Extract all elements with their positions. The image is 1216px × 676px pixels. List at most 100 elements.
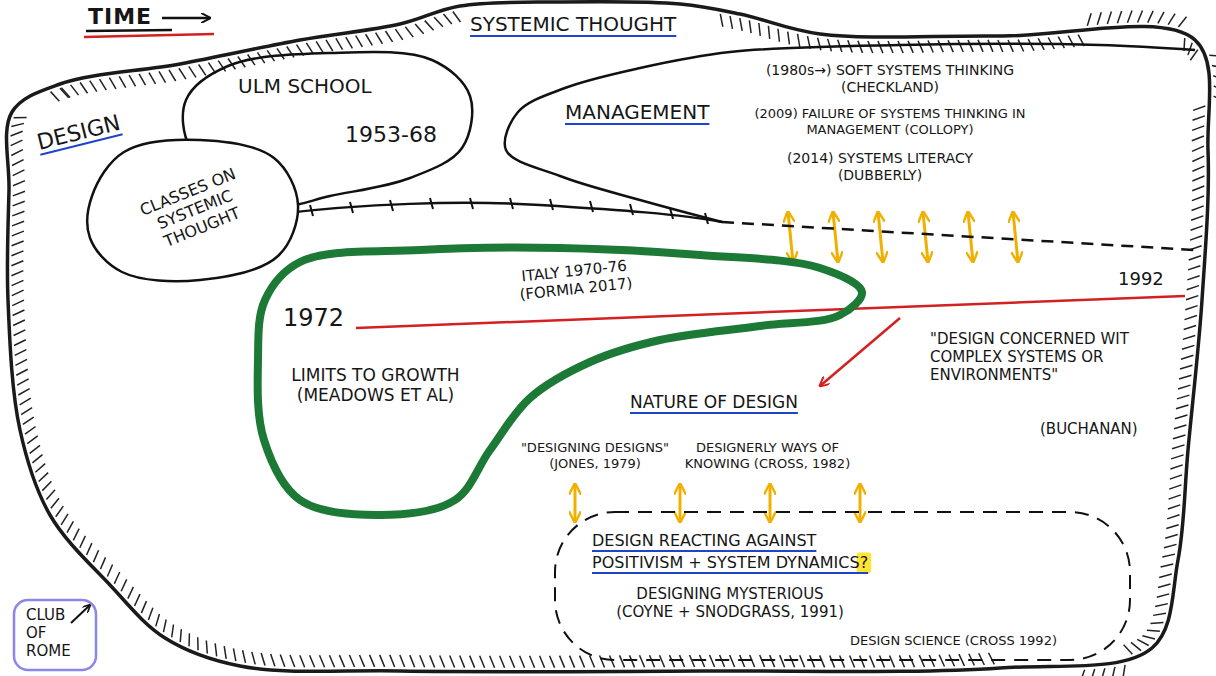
hatch-tick bbox=[261, 653, 265, 665]
reference-note: (2009) FAILURE OF SYSTEMS THINKING IN MA… bbox=[740, 106, 1040, 137]
hatch-tick bbox=[1190, 50, 1198, 61]
hatch-tick bbox=[199, 65, 206, 76]
hatch-tick bbox=[690, 655, 695, 667]
hatch-tick bbox=[1214, 96, 1216, 101]
hatch-tick bbox=[23, 417, 34, 424]
hatch-tick bbox=[1186, 296, 1198, 300]
hatch-tick bbox=[680, 655, 685, 667]
hatch-tick bbox=[1185, 306, 1197, 310]
hatch-tick bbox=[11, 150, 23, 156]
hatch-tick bbox=[12, 231, 24, 236]
hatch-tick bbox=[1192, 196, 1204, 201]
hatch-tick bbox=[11, 123, 24, 126]
hatch-tick bbox=[798, 34, 800, 47]
hatch-tick bbox=[12, 280, 24, 285]
hatch-tick bbox=[1170, 475, 1182, 479]
hatch-tick bbox=[1189, 256, 1201, 260]
hatch-tick bbox=[90, 81, 97, 92]
hatch-tick bbox=[316, 41, 323, 52]
hatch-tick bbox=[141, 601, 146, 613]
hatch-tick bbox=[290, 655, 295, 667]
hatch-tick bbox=[56, 506, 64, 517]
region-heading: MANAGEMENT bbox=[565, 100, 735, 124]
hatch-tick bbox=[188, 633, 190, 646]
hatch-tick bbox=[1182, 345, 1194, 349]
classes-bubble: CLASSES ON SYSTEMIC THOUGHT bbox=[88, 138, 302, 284]
outline-hatching bbox=[11, 11, 1216, 676]
hatch-tick bbox=[1178, 17, 1186, 27]
hatch-tick bbox=[1153, 613, 1166, 615]
limits-to-growth-blob: ITALY 1970-76 (FORMIA 2017)1972LIMITS TO… bbox=[250, 240, 870, 525]
hatch-tick bbox=[749, 20, 751, 33]
hatch-tick bbox=[1170, 465, 1182, 469]
hatch-tick bbox=[780, 655, 785, 667]
text-holder: ULM SCHOOL bbox=[238, 74, 398, 98]
hatch-tick bbox=[570, 656, 575, 668]
hatch-tick bbox=[42, 481, 51, 490]
hatch-tick bbox=[135, 594, 140, 606]
hatch-tick bbox=[710, 655, 715, 667]
hatch-tick bbox=[850, 655, 855, 667]
hatch-tick bbox=[810, 655, 815, 667]
hatch-tick bbox=[100, 557, 105, 569]
hatch-tick bbox=[1212, 66, 1216, 69]
hatch-tick bbox=[1123, 665, 1125, 676]
hatch-tick bbox=[1213, 76, 1216, 80]
quote-author: (BUCHANAN) bbox=[1040, 420, 1160, 438]
time-arrow bbox=[162, 17, 210, 20]
hatch-tick bbox=[386, 31, 393, 42]
hatch-tick bbox=[119, 76, 125, 87]
hatch-tick bbox=[1181, 355, 1193, 359]
hatch-tick bbox=[1171, 455, 1183, 459]
text-holder: 1992 bbox=[1118, 268, 1178, 290]
design-exchange-arrows bbox=[575, 484, 860, 522]
hatch-tick bbox=[889, 655, 894, 667]
hatch-tick bbox=[1124, 645, 1133, 655]
text-holder: (1980s→) SOFT SYSTEMS THINKING (CHECKLAN… bbox=[740, 62, 1040, 96]
hatch-tick bbox=[640, 655, 645, 667]
hatch-tick bbox=[978, 40, 983, 52]
hatch-tick bbox=[860, 656, 865, 668]
double-arrow bbox=[574, 484, 577, 522]
hatch-tick bbox=[560, 656, 565, 668]
hatch-tick bbox=[30, 445, 40, 453]
hatch-tick bbox=[339, 655, 344, 667]
hatch-tick bbox=[114, 572, 119, 584]
hatch-tick bbox=[1192, 126, 1204, 130]
text-holder: TIME bbox=[88, 4, 178, 30]
hatch-tick bbox=[87, 543, 92, 555]
hatch-tick bbox=[778, 29, 779, 42]
hatch-tick bbox=[1127, 11, 1132, 23]
hatch-tick bbox=[39, 473, 48, 482]
hatch-tick bbox=[13, 310, 25, 316]
hatch-tick bbox=[11, 251, 23, 256]
hatch-tick bbox=[1209, 54, 1216, 56]
text-holder: (2014) SYSTEMS LITERACY (DUBBERLY) bbox=[770, 150, 990, 184]
hatch-tick bbox=[15, 359, 27, 365]
school-name: ULM SCHOOL bbox=[238, 74, 398, 98]
hatch-tick bbox=[390, 655, 395, 667]
group-heading: DESIGN REACTING AGAINST POSITIVISM + SYS… bbox=[592, 530, 892, 575]
hatch-tick bbox=[1192, 156, 1204, 161]
hatch-tick bbox=[1193, 116, 1205, 120]
hatch-tick bbox=[1142, 636, 1155, 639]
reference-note: DESIGNING MYSTERIOUS (COYNE + SNODGRASS,… bbox=[610, 585, 850, 621]
hatch-tick bbox=[530, 656, 535, 668]
hatch-tick bbox=[107, 565, 112, 577]
hatch-tick bbox=[1162, 554, 1175, 557]
bubble-outline bbox=[87, 140, 298, 281]
hatch-tick bbox=[1188, 266, 1200, 270]
hatch-tick bbox=[1164, 544, 1177, 547]
hatch-tick bbox=[215, 643, 217, 656]
club-arrow bbox=[71, 605, 90, 623]
hatch-tick bbox=[1176, 405, 1188, 409]
hatch-tick bbox=[139, 74, 145, 85]
hatch-tick bbox=[16, 369, 28, 375]
double-arrow bbox=[878, 212, 883, 262]
hatch-tick bbox=[1158, 584, 1171, 588]
year-label: 1992 bbox=[1118, 268, 1178, 290]
hatch-tick bbox=[376, 33, 383, 44]
hatch-tick bbox=[1058, 37, 1064, 48]
hatch-tick bbox=[968, 40, 973, 52]
hatch-tick bbox=[73, 529, 79, 541]
